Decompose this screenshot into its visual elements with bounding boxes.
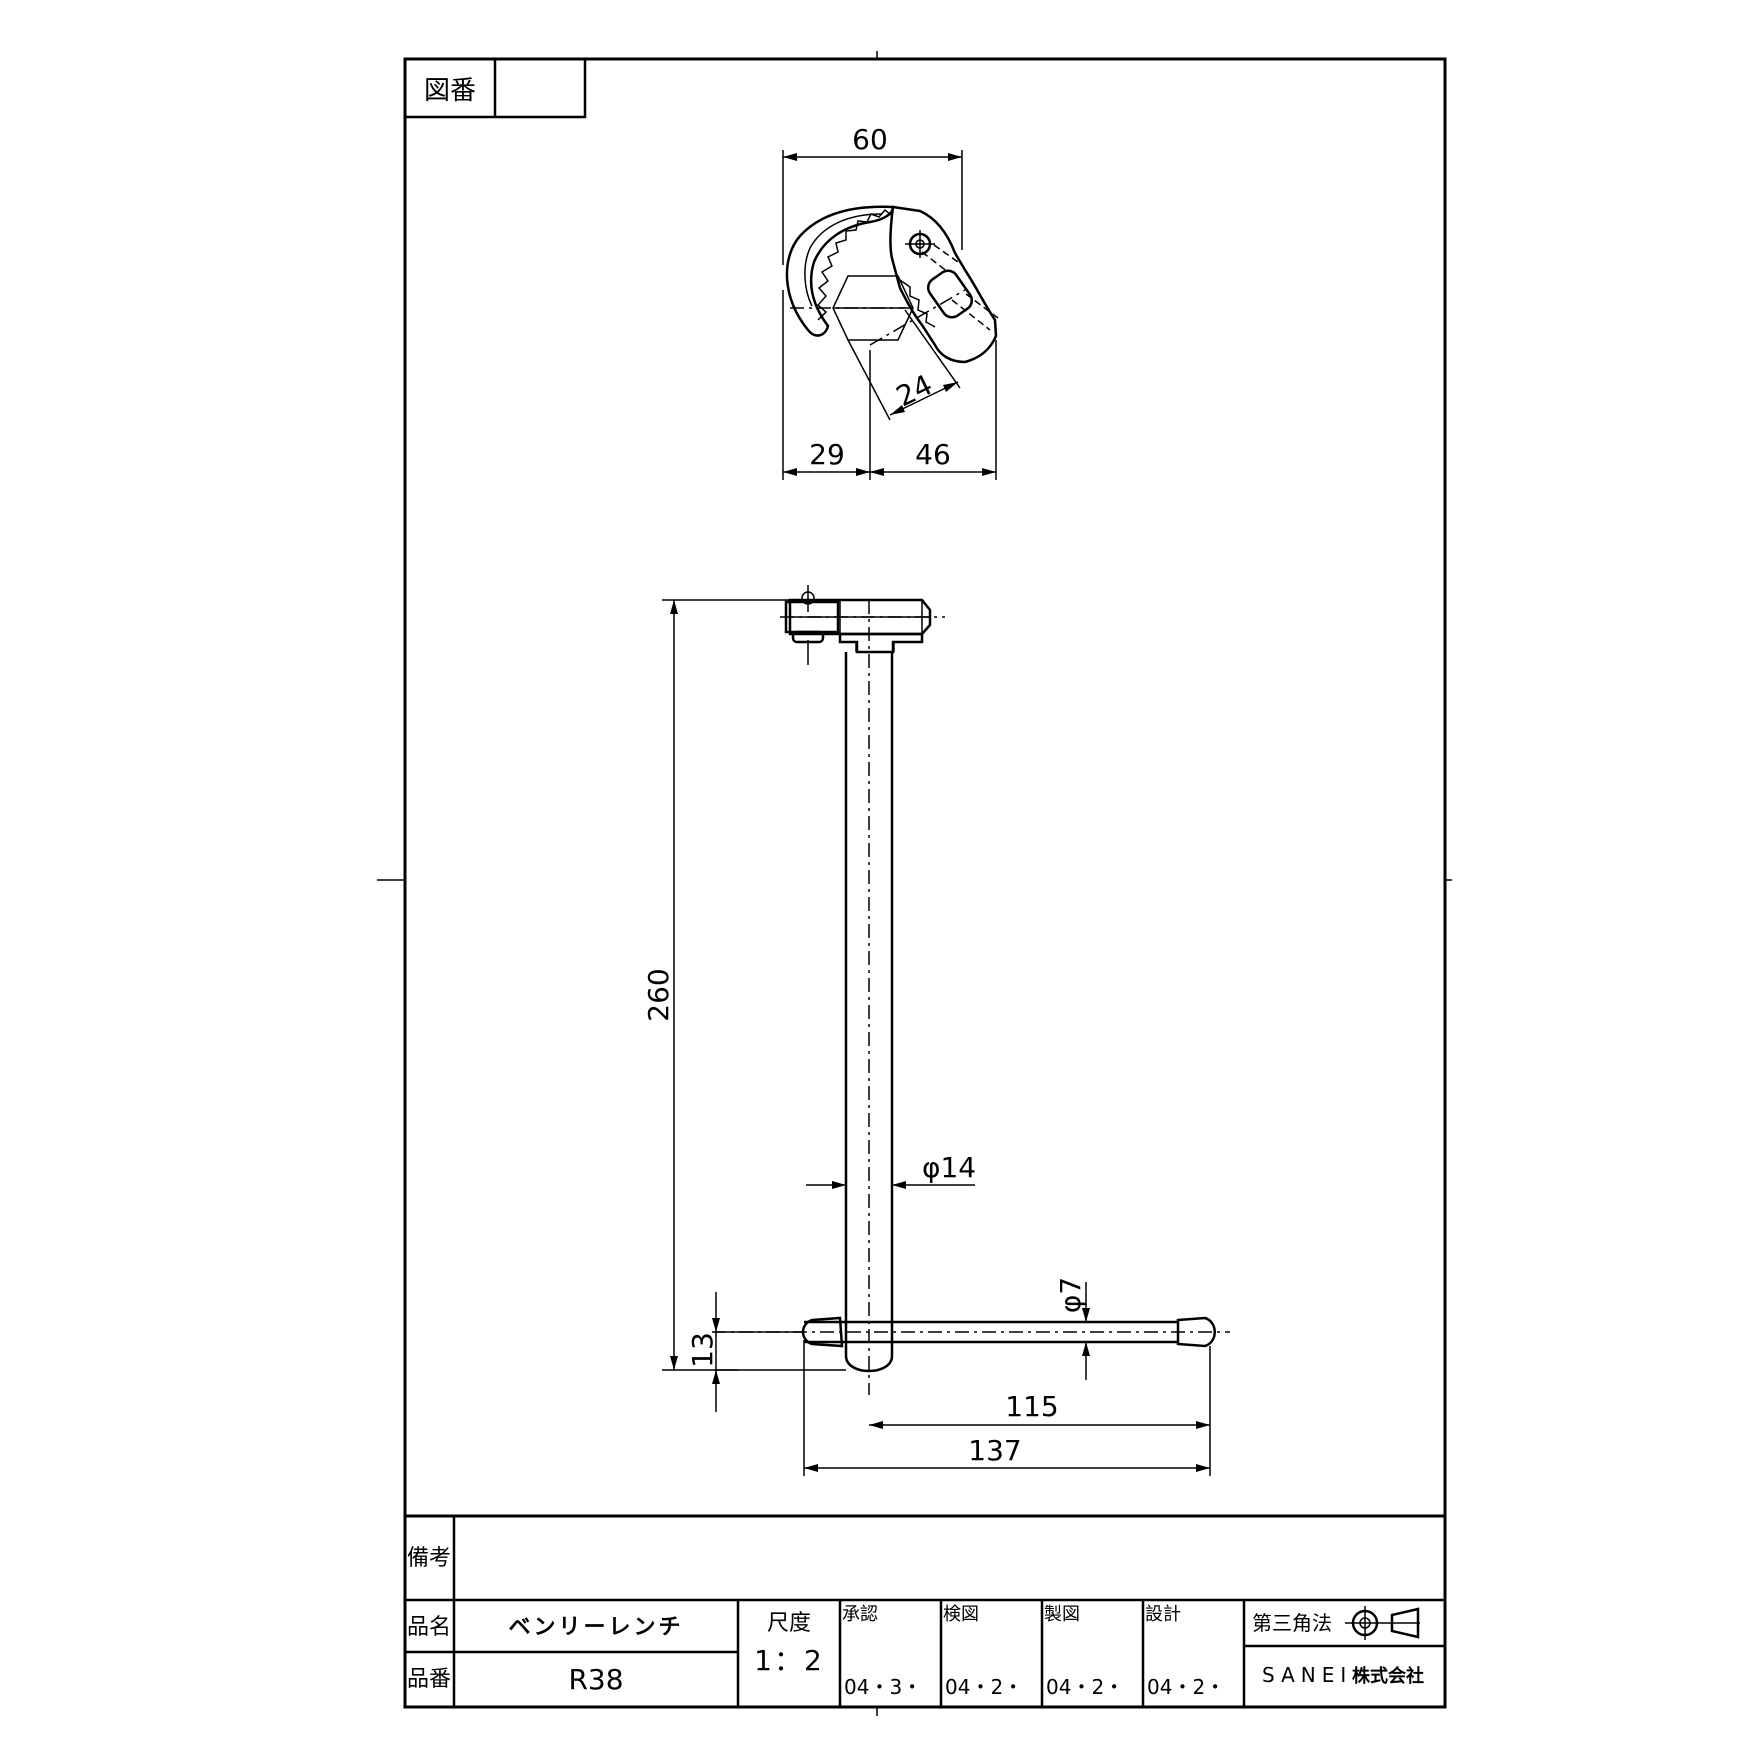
dim-jaw-opening: 24 [891,368,937,413]
dim-shaft-diameter: φ14 [922,1151,976,1184]
dim-head-left: 29 [809,438,845,471]
dim-handle-length: 260 [642,968,675,1021]
projection-label: 第三角法 [1252,1611,1332,1635]
third-angle-projection-icon [1345,1606,1420,1640]
approval-date-1: 04・3・ [844,1675,922,1699]
head-top-view [785,205,999,421]
product-name: ベンリーレンチ [508,1615,683,1640]
product-number-label: 品番 [407,1667,451,1692]
approval-label-1: 承認 [842,1604,878,1625]
drawing-number-label: 図番 [424,76,476,106]
product-name-label: 品名 [407,1615,451,1640]
dim-bar-offset: 13 [686,1332,719,1368]
dim-head-right: 46 [915,438,951,471]
approval-date-2: 04・2・ [945,1675,1023,1699]
approval-date-3: 04・2・ [1046,1675,1124,1699]
approval-label-2: 検図 [943,1604,979,1625]
product-number: R38 [568,1663,623,1696]
approval-label-3: 製図 [1044,1604,1080,1625]
sheet-frame [377,51,1452,1716]
scale-value: 1：2 [754,1644,824,1677]
title-block: 備考 品名 ベンリーレンチ 品番 R38 尺度 1：2 承認 04・3・ 検図 … [405,1514,1445,1707]
approval-label-4: 設計 [1145,1604,1181,1625]
dim-bar-diameter: φ7 [1054,1277,1087,1313]
company-suffix: 株式会社 [1352,1665,1424,1687]
dim-bar-total-length: 137 [968,1434,1021,1467]
dim-head-width: 60 [852,123,888,156]
approval-date-4: 04・2・ [1147,1675,1225,1699]
scale-label: 尺度 [767,1611,811,1636]
dim-bar-half-length: 115 [1005,1390,1058,1423]
handle-dimensions: 260 φ14 φ7 13 115 137 [642,599,1211,1476]
drawing-number-box: 図番 [403,57,587,119]
company-name: SANEI [1262,1663,1352,1687]
wrench-front-view [712,585,1230,1395]
remarks-label: 備考 [407,1546,451,1571]
